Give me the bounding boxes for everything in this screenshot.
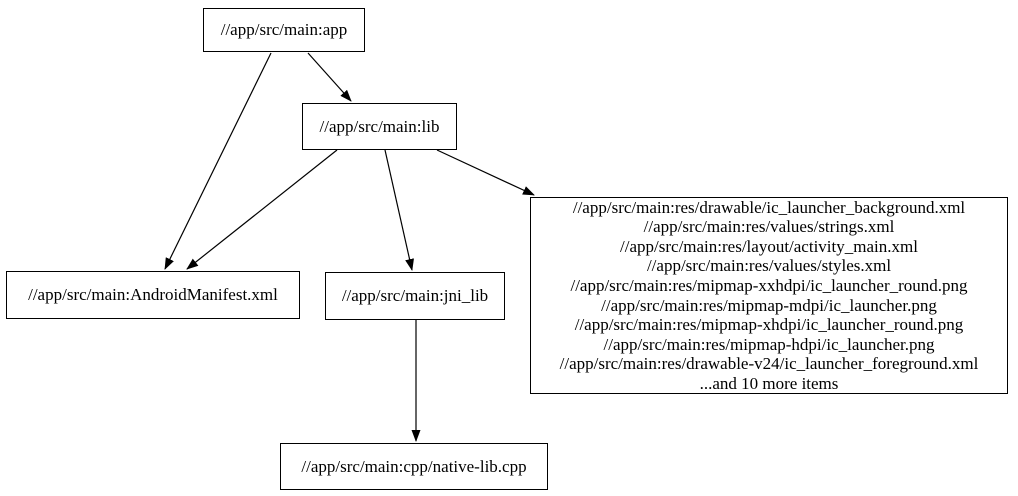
node-native-lib-cpp: //app/src/main:cpp/native-lib.cpp (280, 443, 548, 490)
node-native-lib-cpp-label: //app/src/main:cpp/native-lib.cpp (301, 456, 527, 476)
res-files-more-items: ...and 10 more items (699, 373, 839, 393)
node-jni-lib: //app/src/main:jni_lib (325, 272, 505, 320)
res-file-line: //app/src/main:res/drawable-v24/ic_launc… (559, 354, 979, 374)
res-file-line: //app/src/main:res/mipmap-xxhdpi/ic_laun… (570, 275, 968, 295)
res-file-line: //app/src/main:res/drawable/ic_launcher_… (572, 197, 966, 217)
res-file-line: //app/src/main:res/mipmap-xhdpi/ic_launc… (574, 315, 964, 335)
edge-lib-to-jni-lib (384, 149, 414, 271)
node-android-manifest: //app/src/main:AndroidManifest.xml (6, 271, 300, 319)
node-app-label: //app/src/main:app (220, 20, 348, 40)
res-file-line: //app/src/main:res/mipmap-hdpi/ic_launch… (603, 334, 935, 354)
edge-app-to-lib (307, 52, 352, 102)
edge-app-to-manifest (164, 52, 272, 270)
node-app: //app/src/main:app (203, 8, 365, 52)
res-file-line: //app/src/main:res/mipmap-mdpi/ic_launch… (601, 295, 937, 315)
edge-lib-to-manifest (186, 149, 338, 270)
res-file-line: //app/src/main:res/values/styles.xml (646, 256, 892, 276)
node-lib: //app/src/main:lib (302, 103, 457, 150)
edge-lib-to-res-files (436, 149, 535, 196)
node-jni-lib-label: //app/src/main:jni_lib (341, 286, 489, 306)
node-lib-label: //app/src/main:lib (319, 116, 440, 136)
res-file-line: //app/src/main:res/values/strings.xml (643, 217, 895, 237)
res-file-line: //app/src/main:res/layout/activity_main.… (620, 236, 918, 256)
node-res-files: //app/src/main:res/drawable/ic_launcher_… (530, 197, 1008, 394)
node-android-manifest-label: //app/src/main:AndroidManifest.xml (28, 285, 278, 305)
